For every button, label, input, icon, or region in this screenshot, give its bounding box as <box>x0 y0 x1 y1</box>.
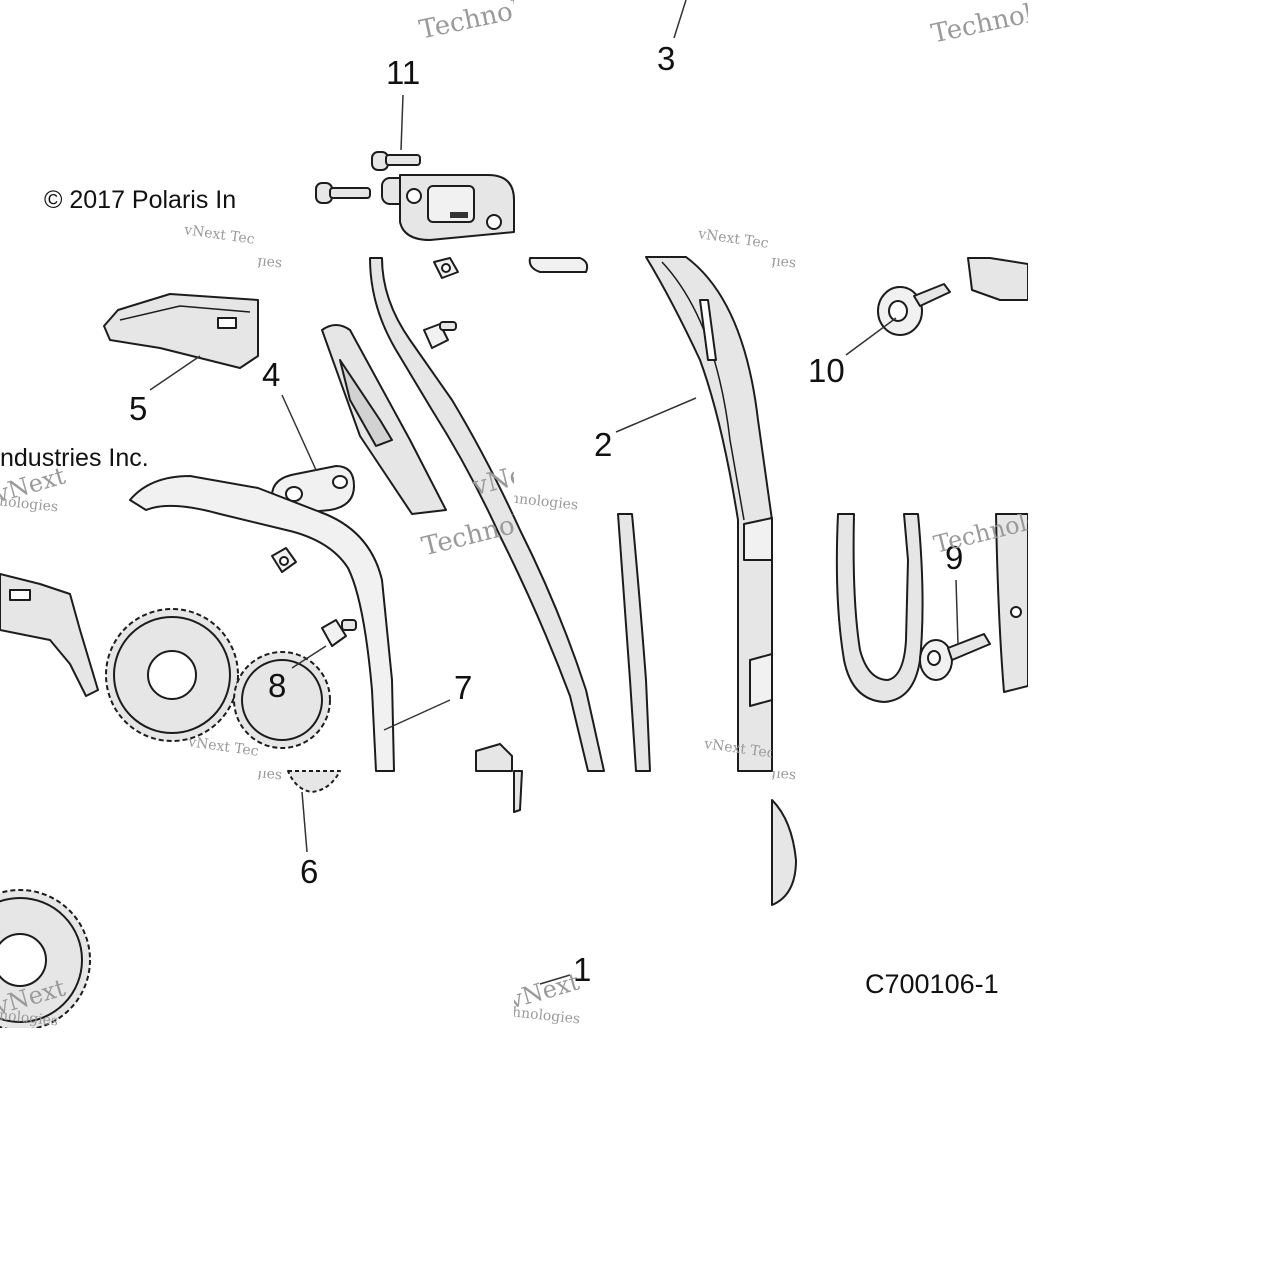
watermark-tile-l: Technologies <box>772 514 1028 771</box>
callout-11: 11 <box>386 54 421 91</box>
watermark-small-k: vNext Tec <box>703 736 772 762</box>
callout-5: 5 <box>129 390 148 427</box>
watermark-small-p: hnologies <box>514 1004 581 1028</box>
watermark-technologies-b: Technologies <box>928 0 1028 50</box>
callout-2: 2 <box>594 426 613 463</box>
leader-4 <box>281 394 317 471</box>
callout-3: 3 <box>657 40 676 77</box>
watermark-technologies-a: Technologies <box>416 0 514 46</box>
watermark-small-n: hnologies <box>772 771 797 784</box>
leader-2 <box>615 397 697 433</box>
watermark-tile-m: hnologies <box>258 771 514 943</box>
timing-chain-right-loop <box>835 513 924 703</box>
guide-block-lower <box>513 770 523 813</box>
watermark-small-o: hnologies <box>0 1006 59 1028</box>
figure-code: C700106-1 <box>865 969 999 999</box>
gasket-fragment-top <box>528 257 589 273</box>
watermark-tile-k: vNext Tec <box>514 514 772 771</box>
timing-chain-right-span <box>617 513 651 772</box>
watermark-tile-f: hnologies <box>772 257 1028 514</box>
chain-tensioner <box>381 174 515 241</box>
leader-9 <box>955 579 959 645</box>
watermark-tile-e: hnologies vNext <box>258 257 514 514</box>
callout-1: 1 <box>573 951 592 988</box>
copyright-line-1: © 2017 Polaris In <box>44 186 237 214</box>
watermark-small-c: vNext Tec <box>183 222 256 248</box>
watermark-small-d: vNext Tec <box>697 226 770 252</box>
leader-5 <box>149 355 201 391</box>
chain-guide-right-edge <box>967 257 1028 301</box>
camshaft-sprocket-upper <box>105 608 239 742</box>
gear-segment-bottom <box>287 770 341 793</box>
copyright-clip-top: © 2017 Polaris In <box>0 180 258 220</box>
flange-bolt-lower-b <box>321 619 357 647</box>
camshaft-gear-arm <box>0 573 99 697</box>
leader-11 <box>400 94 404 151</box>
callout-4: 4 <box>262 356 281 393</box>
watermark-technologies-l: Technologies <box>930 514 1028 559</box>
watermark-tile-b: Technologies <box>772 0 1028 257</box>
watermark-tile-c: vNext Tec <box>0 0 258 257</box>
callout-7: 7 <box>454 669 473 706</box>
watermark-small-h: hnologies <box>514 490 579 514</box>
callout-9: 9 <box>945 539 964 576</box>
watermark-small-e: hnologies <box>258 257 283 272</box>
watermark-small-m: hnologies <box>258 771 283 784</box>
watermark-tile-a: Technologies <box>258 0 514 257</box>
camshaft-sprocket-second <box>233 651 331 749</box>
rail-hole <box>1010 606 1022 618</box>
watermark-tile-o: vNext hnologies <box>0 771 258 1028</box>
tensioner-arm <box>103 293 259 369</box>
chain-guide-right-rail <box>995 513 1028 693</box>
leader-3 <box>673 0 687 39</box>
cover-seal-loop <box>129 475 395 772</box>
callout-6: 6 <box>300 853 319 890</box>
watermark-tile-p: vNext hnologies <box>514 771 772 1028</box>
copyright-clip-bottom: ndustries Inc. <box>0 440 258 480</box>
flange-bolt-upper-b <box>423 321 457 349</box>
leader-7 <box>383 699 451 731</box>
callout-10: 10 <box>808 352 845 389</box>
watermark-tile-i: Technologies <box>258 514 514 771</box>
tensioner-chain-guide <box>321 324 447 515</box>
leader-1 <box>539 974 571 985</box>
guide-bolt-lower <box>919 633 991 681</box>
leader-6 <box>301 791 308 853</box>
flange-bolt-upper-a <box>433 257 459 279</box>
watermark-tile-g: vNext hnologies <box>0 257 258 514</box>
watermark-small-f: hnologies <box>772 257 797 272</box>
guide-block <box>475 743 513 772</box>
leader-8 <box>291 645 327 669</box>
watermark-technologies-i: Technologies <box>418 514 514 563</box>
watermark-vnext-e: vNext <box>469 454 514 502</box>
timing-chain-left-span <box>369 257 605 772</box>
tensioner-bolt-lower <box>315 182 371 204</box>
watermark-tile-h: hnologies <box>514 257 772 514</box>
flange-bolt-lower-a <box>271 547 297 573</box>
fixed-chain-guide <box>645 256 773 772</box>
copyright-line-2: ndustries Inc. <box>0 444 149 472</box>
watermark-tile-n: hnologies <box>772 771 1028 1028</box>
watermark-small-j: vNext Tec <box>187 734 258 760</box>
watermark-tile-j: vNext Tec <box>0 514 258 771</box>
watermark-tile-d: vNext Tec <box>514 0 772 257</box>
tensioner-bolt-upper <box>371 151 421 171</box>
watermark-small-g: hnologies <box>0 492 59 514</box>
leader-10 <box>845 317 897 356</box>
fixed-chain-guide-foot <box>771 799 797 906</box>
callout-8: 8 <box>268 667 287 704</box>
crank-sprocket-lower <box>0 889 91 1028</box>
